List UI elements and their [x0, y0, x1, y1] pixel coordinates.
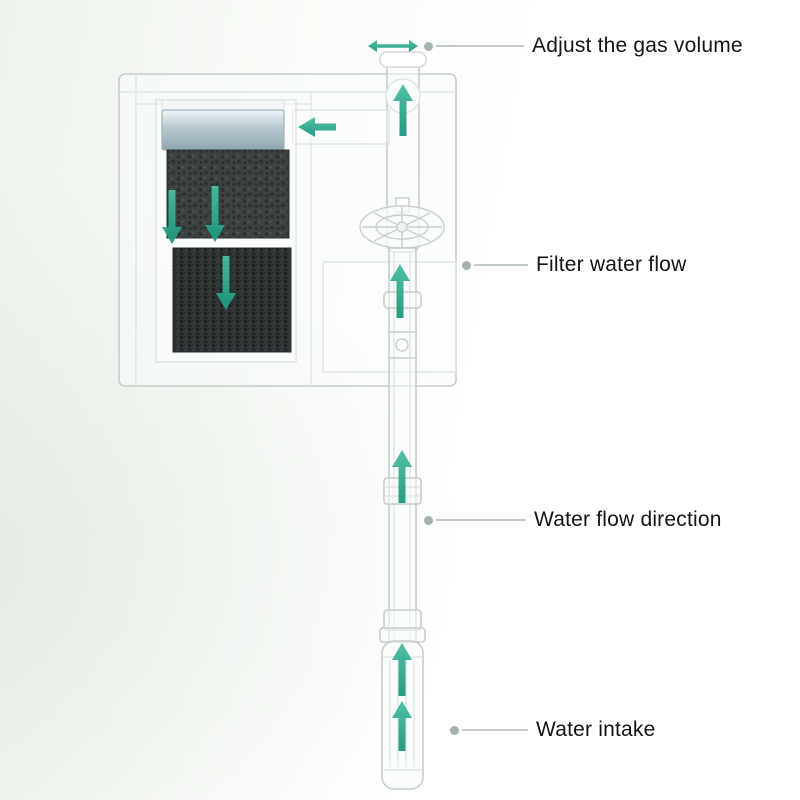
- callout-line: [462, 729, 528, 731]
- arrow-down-sponge-1: [162, 190, 182, 244]
- callout-dot: [450, 725, 459, 735]
- arrow-up-intake-2: [392, 701, 412, 751]
- callout-dot: [462, 260, 471, 270]
- tube-coupling-lower: [383, 609, 422, 631]
- callout-dot: [424, 515, 433, 525]
- arrow-up-elbow: [393, 84, 413, 136]
- callout-filter-flow: Filter water flow: [462, 253, 686, 277]
- tube-valve: [395, 338, 409, 352]
- label-water-intake: Water intake: [536, 718, 656, 741]
- callout-line: [436, 45, 524, 47]
- sponge-coarse: [166, 149, 290, 239]
- gas-adjust-arrow: [368, 40, 418, 52]
- label-adjust-gas-volume: Adjust the gas volume: [532, 34, 743, 57]
- arrow-up-chamber: [390, 264, 410, 318]
- arrow-down-sponge-2: [205, 186, 225, 242]
- callout-line: [436, 519, 526, 521]
- callout-gas: Adjust the gas volume: [424, 34, 743, 58]
- arrow-up-intake-1: [392, 643, 412, 696]
- callout-water-intake: Water intake: [450, 718, 656, 742]
- filter-media: [155, 99, 297, 363]
- intake-collar: [379, 627, 426, 643]
- label-water-flow-direction: Water flow direction: [534, 508, 722, 531]
- arrow-up-tube: [392, 450, 412, 503]
- flow-arrows: [162, 40, 418, 751]
- cartridge: [161, 109, 285, 151]
- callout-flow-direction: Water flow direction: [424, 508, 722, 532]
- cartridge-tab: [161, 99, 285, 111]
- impeller: [359, 197, 445, 249]
- callout-line: [474, 264, 528, 266]
- callout-dot: [424, 41, 433, 51]
- air-adjust-knob: [379, 51, 427, 68]
- arrow-down-sponge-3: [216, 256, 236, 310]
- arrow-left-into-box: [298, 117, 336, 137]
- label-filter-water-flow: Filter water flow: [536, 253, 687, 276]
- sponge-fine: [172, 247, 292, 353]
